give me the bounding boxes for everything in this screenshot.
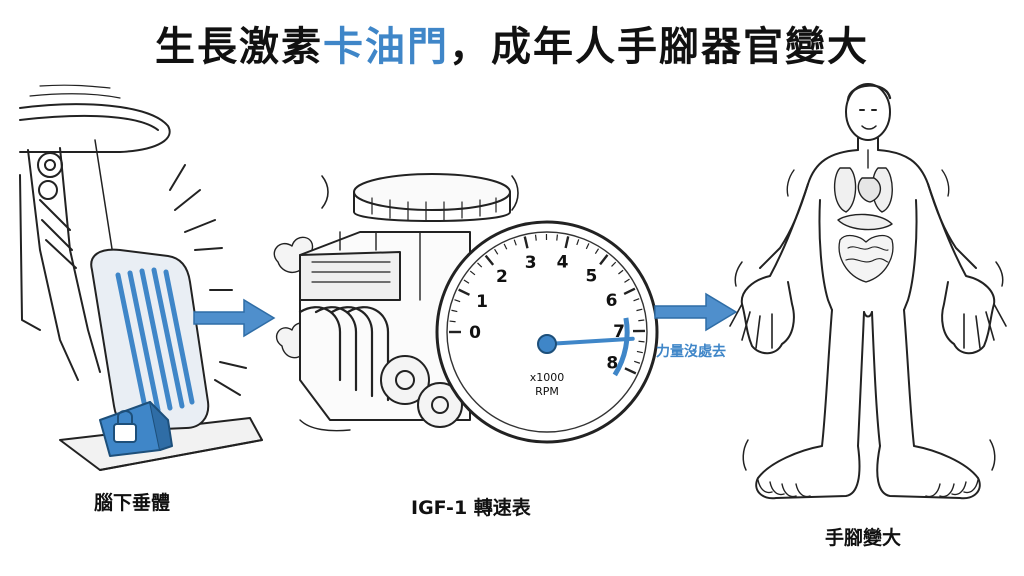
tachometer-minor-tick: [576, 239, 580, 246]
tachometer-minor-tick: [636, 308, 643, 312]
enlarged-person-illustration: [729, 83, 1007, 500]
tachometer-minor-tick: [477, 262, 483, 268]
caption-enlarged-limbs: 手腳變大: [825, 527, 902, 549]
tachometer-tick-label: 4: [557, 253, 569, 273]
caption-igf1-tachometer: IGF-1 轉速表: [411, 497, 531, 519]
tachometer-major-tick: [458, 288, 470, 296]
tachometer-major-tick: [623, 287, 636, 296]
tachometer-unit-multiplier: x1000: [530, 371, 565, 384]
tachometer-tick-label: 2: [496, 267, 508, 287]
tachometer-minor-tick: [611, 261, 617, 267]
tachometer-minor-tick: [556, 234, 558, 241]
title-part2: ，成年人手腳器官變大: [449, 24, 869, 70]
page-title: 生長激素卡油門，成年人手腳器官變大: [0, 14, 1024, 72]
tachometer-minor-tick: [469, 270, 476, 276]
tachometer-major-tick: [484, 254, 495, 266]
caption-pituitary: 腦下垂體: [94, 492, 171, 514]
tachometer-minor-tick: [638, 340, 645, 343]
tachometer-minor-tick: [449, 320, 456, 323]
engine-illustration: [273, 173, 519, 432]
tachometer-major-tick: [564, 236, 570, 249]
tachometer-major-tick: [599, 254, 609, 266]
tachometer-minor-tick: [585, 243, 590, 250]
tachometer-tick-label: 3: [525, 253, 537, 273]
tachometer-minor-tick: [633, 298, 640, 302]
tachometer-minor-tick: [634, 360, 641, 364]
tachometer-minor-tick: [638, 319, 645, 322]
tachometer-major-tick: [523, 236, 529, 249]
flow-arrow-1: [193, 298, 276, 338]
tachometer-minor-tick: [451, 309, 458, 313]
tachometer-ticks: [449, 233, 646, 375]
flow-arrow-2: [654, 292, 738, 332]
tachometer-hub: [537, 334, 557, 354]
tachometer-minor-tick: [503, 243, 508, 250]
tachometer-tick-label: 1: [476, 292, 488, 312]
tachometer-tick-label: 0: [469, 323, 481, 343]
tachometer-minor-tick: [624, 278, 630, 283]
gas-pedal-illustration: [19, 84, 263, 471]
tachometer-tick-label: 7: [613, 322, 625, 342]
arrow-label-force: 力量沒處去: [656, 344, 726, 360]
title-highlight: 卡油門: [323, 24, 449, 70]
tachometer-minor-tick: [534, 234, 537, 241]
tachometer-major-tick: [624, 367, 637, 375]
tachometer-minor-tick: [594, 248, 600, 255]
tachometer-minor-tick: [463, 279, 470, 284]
tachometer-minor-tick: [494, 248, 499, 255]
tachometer-minor-tick: [618, 269, 624, 275]
tachometer-needle: [545, 336, 635, 346]
tachometer-minor-tick: [454, 299, 461, 303]
title-part1: 生長激素: [155, 24, 323, 70]
tachometer-tick-label: 8: [606, 353, 618, 373]
tachometer-tick-label: 6: [606, 291, 618, 311]
tachometer-minor-tick: [636, 350, 643, 354]
tachometer-unit: RPM: [535, 385, 559, 398]
tachometer-minor-tick: [513, 239, 517, 246]
tachometer-tick-label: 5: [586, 266, 598, 286]
